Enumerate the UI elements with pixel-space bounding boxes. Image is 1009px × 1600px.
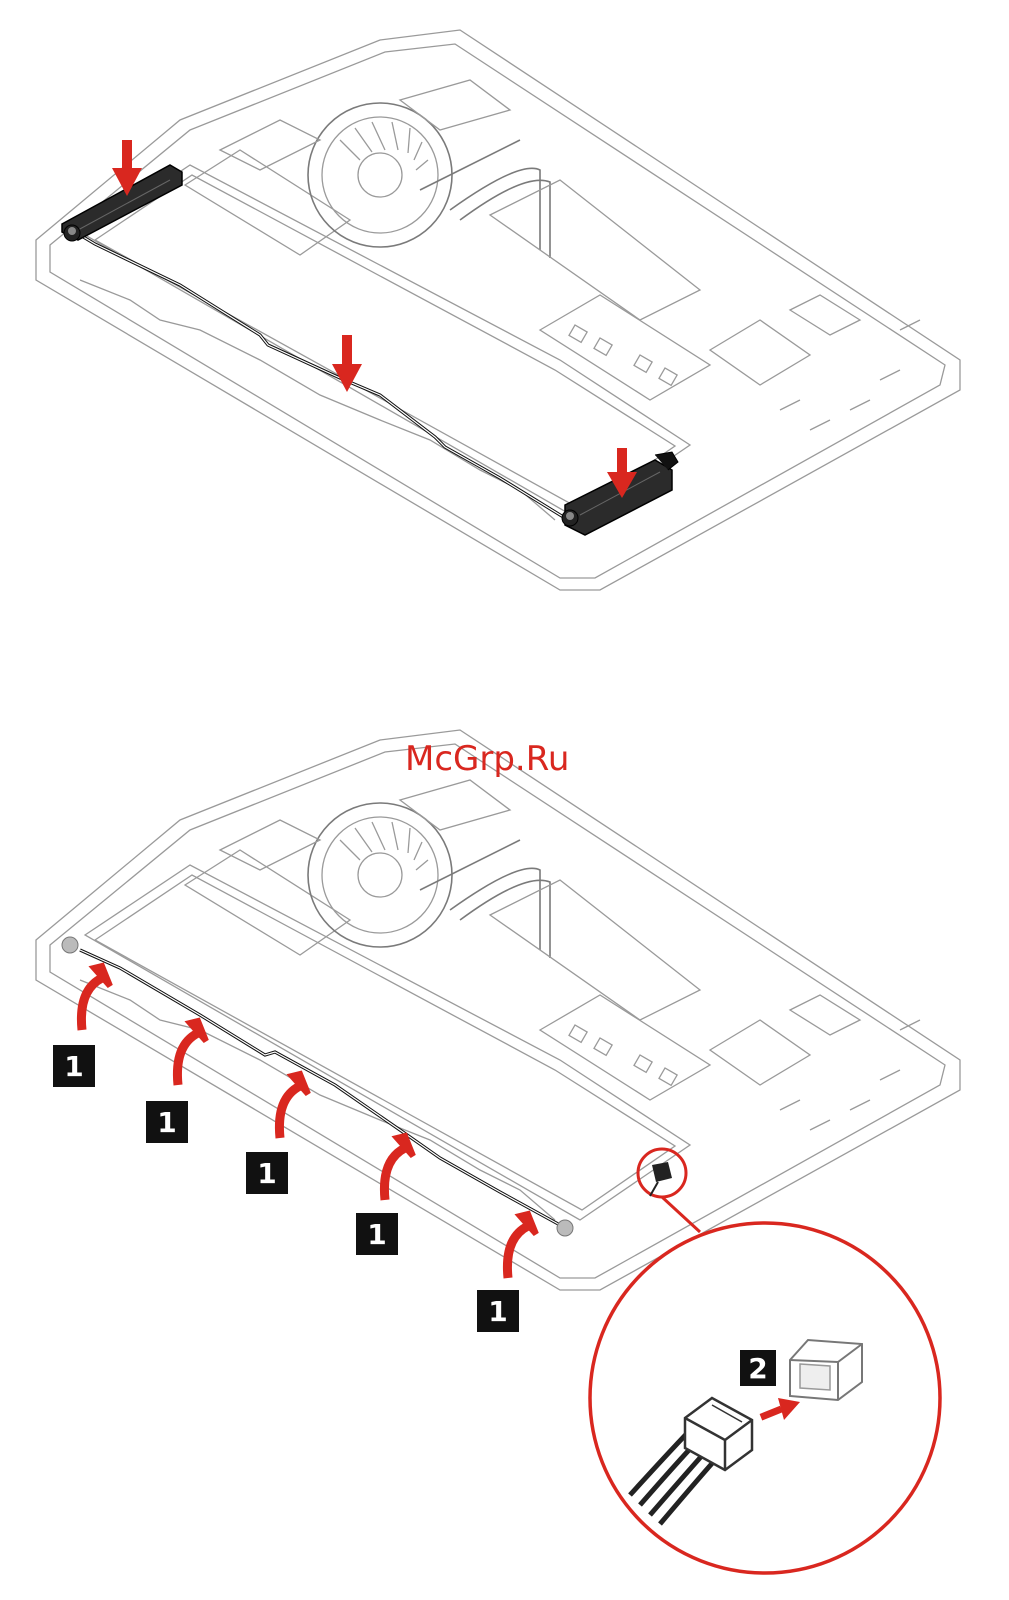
push-arrow-center bbox=[332, 335, 362, 392]
callout-1a: 1 bbox=[53, 1045, 95, 1087]
step1-illustration bbox=[36, 30, 960, 590]
detail-magnifier bbox=[590, 1223, 940, 1573]
callout-1c: 1 bbox=[246, 1152, 288, 1194]
callout-1e: 1 bbox=[477, 1290, 519, 1332]
svg-text:1: 1 bbox=[257, 1157, 276, 1190]
svg-text:1: 1 bbox=[367, 1218, 386, 1251]
svg-text:1: 1 bbox=[64, 1050, 83, 1083]
svg-text:1: 1 bbox=[488, 1295, 507, 1328]
callout-1d: 1 bbox=[356, 1213, 398, 1255]
step2-illustration: 1 1 1 1 1 bbox=[36, 730, 960, 1573]
callout-1b: 1 bbox=[146, 1101, 188, 1143]
watermark: McGrp.Ru bbox=[405, 739, 569, 779]
svg-text:2: 2 bbox=[748, 1352, 767, 1385]
callout-2: 2 bbox=[740, 1350, 776, 1386]
speaker-cable-step2 bbox=[80, 950, 560, 1225]
svg-text:1: 1 bbox=[157, 1106, 176, 1139]
connector-receptacle bbox=[790, 1340, 862, 1400]
